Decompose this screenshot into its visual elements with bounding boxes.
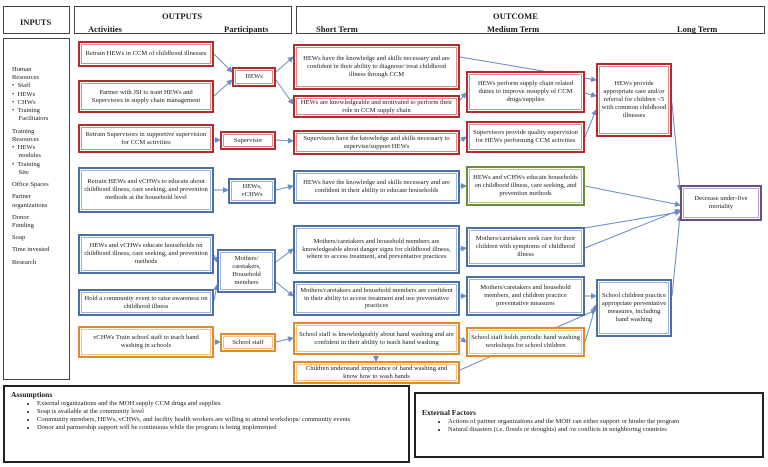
medium-term-supervisors-quality: Supervisors provide quality supervision … bbox=[466, 121, 585, 153]
participant-hews-vchws: HEWs, vCHWs bbox=[228, 178, 276, 204]
short-term-mothers-confident: Mothers/caretakers and household members… bbox=[293, 281, 460, 316]
list-item: Soap is available at the community level bbox=[37, 408, 402, 416]
input-line: Facilitators bbox=[12, 115, 49, 123]
short-term-hews-diagnose: HEWs have the knowledge and skills neces… bbox=[293, 44, 460, 90]
assumptions-list: External organizations and the MOH suppl… bbox=[11, 400, 402, 432]
long-term-hews-care: HEWs provide appropriate care and/or ref… bbox=[596, 63, 672, 137]
input-line: Funding bbox=[12, 221, 34, 229]
input-line: Partner bbox=[12, 193, 32, 201]
input-line: Resources bbox=[12, 74, 40, 82]
medium-term-mothers-seek-care: Mothers/caretakers seek care for their c… bbox=[466, 227, 585, 267]
list-item: Actions of partner organizations and the… bbox=[448, 418, 756, 426]
input-line: Research bbox=[12, 258, 37, 266]
participant-supervisor: Supervisor bbox=[220, 131, 276, 150]
input-line: • Training bbox=[12, 107, 40, 115]
activity-retrain-hews-ccm: Retrain HEWs in CCM of childhood illness… bbox=[78, 41, 214, 67]
short-term-school-staff-knowledge: School staff is knowledgeably about hand… bbox=[293, 322, 460, 355]
list-item: Natural disasters (i.e. floods or drough… bbox=[448, 426, 756, 434]
long-term-header: Long Term bbox=[677, 24, 718, 34]
participant-mothers-caretakers: Mothers/ caretakers, Household members bbox=[217, 249, 276, 293]
outcome-header: OUTCOME bbox=[493, 11, 538, 21]
input-line: Time invested bbox=[12, 246, 50, 254]
outputs-header-panel bbox=[74, 6, 292, 34]
short-term-children-understand: Children understand importance of hand w… bbox=[293, 361, 460, 384]
outcome-header-panel bbox=[296, 6, 765, 34]
assumptions-title: Assumptions bbox=[11, 390, 53, 399]
medium-term-hews-vchws-educate: HEWs and vCHWs educate households on chi… bbox=[466, 166, 585, 206]
input-line: Soap bbox=[12, 234, 26, 242]
short-term-header: Short Term bbox=[316, 24, 358, 34]
activity-educate-households: HEWs and vCHWs educate households on chi… bbox=[78, 234, 214, 274]
external-factors-title: External Factors bbox=[422, 408, 476, 417]
activities-header: Activities bbox=[88, 24, 122, 34]
input-line: Office Spaces bbox=[12, 181, 49, 189]
activity-train-school-staff: vCHWs Train school staff to teach hand w… bbox=[78, 326, 214, 358]
short-term-hews-educate: HEWs have the knowledge and skills neces… bbox=[293, 170, 460, 204]
input-line: organizations bbox=[12, 201, 48, 209]
short-term-hews-supply-chain: HEWs are knowledgeable and motivated to … bbox=[293, 95, 460, 118]
list-item: Community members, HEWs, vCHWs, and faci… bbox=[37, 416, 402, 424]
input-line: • Staff bbox=[12, 82, 31, 90]
input-line: Training bbox=[12, 127, 35, 135]
input-line: • HEWs bbox=[12, 90, 36, 98]
list-item: External organizations and the MOH suppl… bbox=[37, 400, 402, 408]
list-item: Donor and partnership support will be co… bbox=[37, 424, 402, 432]
long-term-school-children: School children practice appropriate pre… bbox=[596, 279, 672, 337]
medium-term-preventative-measures: Mothers/caretakers and household members… bbox=[466, 276, 585, 316]
medium-term-hews-supply-chain: HEWs perform supply chain related duties… bbox=[466, 71, 585, 113]
outputs-header: OUTPUTS bbox=[162, 11, 203, 21]
assumptions-panel: Assumptions External organizations and t… bbox=[3, 385, 410, 463]
input-line: Human bbox=[12, 66, 32, 73]
participant-hews: HEWs bbox=[232, 67, 276, 87]
long-term-decrease-mortality: Decrease under-five mortality bbox=[680, 185, 762, 221]
short-term-supervisors-skills: Supervisors have the knowledge and skill… bbox=[293, 130, 460, 155]
input-line: • Training bbox=[12, 160, 40, 168]
activity-retrain-hews-vchws: Retrain HEWs and vCHWs to educate about … bbox=[78, 167, 214, 213]
activity-community-event: Hold a community event to raise awarenes… bbox=[78, 289, 214, 316]
external-factors-list: Actions of partner organizations and the… bbox=[422, 418, 756, 434]
inputs-header: INPUTS bbox=[20, 17, 52, 27]
input-line: modules bbox=[12, 152, 41, 160]
activity-partner-jsi: Partner with JSI to train HEWs and Super… bbox=[78, 80, 214, 113]
input-line: • HEWs bbox=[12, 144, 36, 152]
input-line: • CHWs bbox=[12, 98, 36, 106]
external-factors-panel: External Factors Actions of partner orga… bbox=[414, 392, 764, 458]
participants-header: Participants bbox=[224, 24, 269, 34]
medium-term-header: Medium Term bbox=[487, 24, 540, 34]
short-term-mothers-knowledge: Mothers/caretakers and household members… bbox=[293, 225, 460, 274]
input-line: Donor bbox=[12, 213, 29, 221]
activity-retrain-supervisors: Retrain Supervisors in supportive superv… bbox=[78, 124, 214, 153]
inputs-header-panel bbox=[3, 6, 70, 34]
participant-school-staff: School staff bbox=[220, 333, 276, 352]
medium-term-school-workshops: School staff holds periodic hand washing… bbox=[466, 327, 585, 357]
inputs-panel bbox=[3, 38, 70, 380]
input-line: Site bbox=[12, 168, 29, 176]
input-line: Resources bbox=[12, 135, 40, 143]
